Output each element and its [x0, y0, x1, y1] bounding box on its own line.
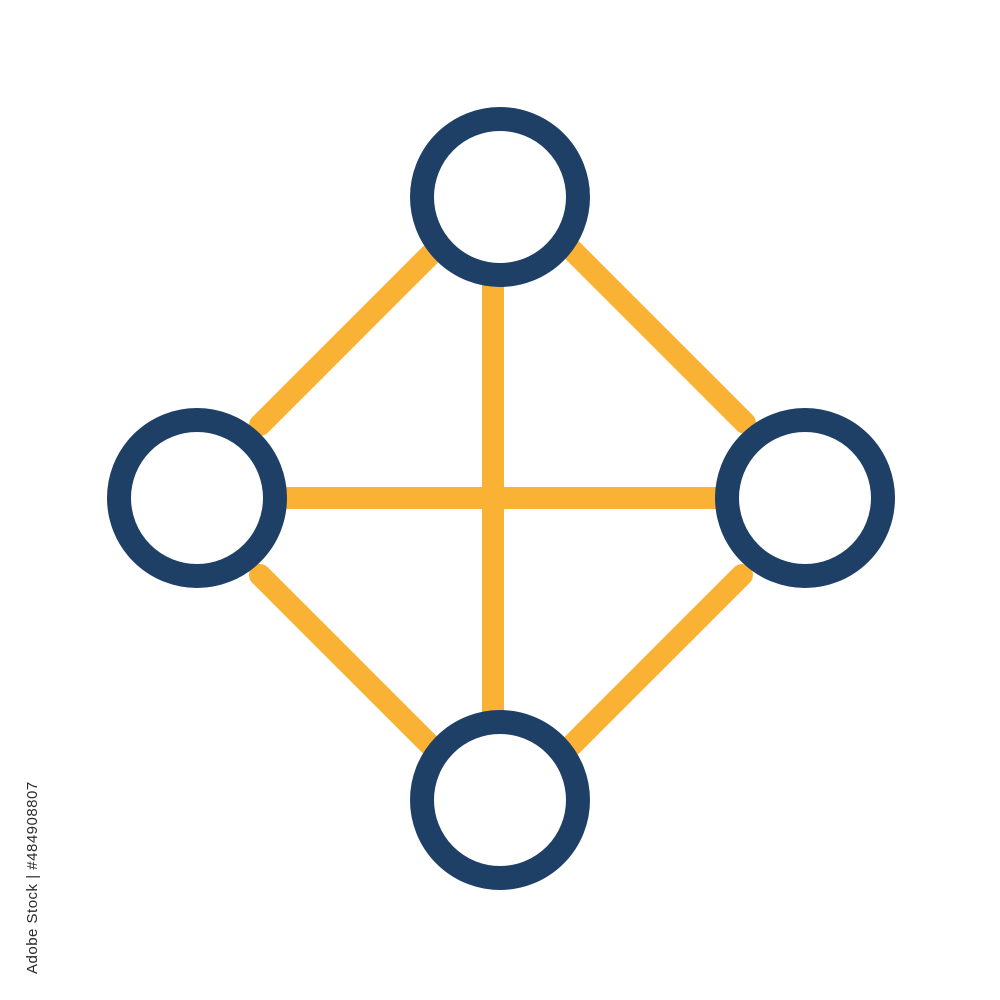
link-top-left	[249, 242, 443, 436]
node-left	[107, 408, 287, 588]
network-nodes	[107, 107, 895, 890]
node-bottom	[410, 710, 590, 890]
node-right	[715, 408, 895, 588]
network-links	[249, 232, 756, 756]
link-top-right	[554, 232, 756, 434]
stock-watermark-id: Adobe Stock | #484908807	[24, 781, 41, 974]
link-right-bottom	[561, 564, 753, 756]
link-left-bottom	[249, 564, 441, 756]
node-top	[410, 107, 590, 287]
